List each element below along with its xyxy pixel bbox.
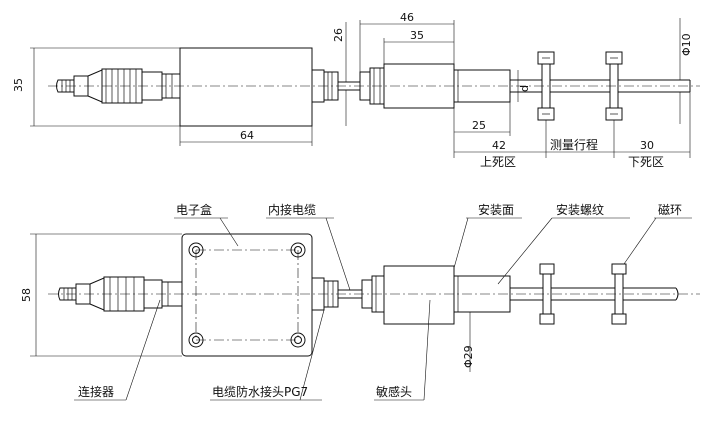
top-electronics-box [179, 47, 313, 127]
dim-35-left: 35 [12, 47, 180, 127]
svg-text:磁环: 磁环 [658, 202, 682, 217]
svg-text:25: 25 [472, 119, 486, 132]
dim-64: 64 [179, 126, 313, 146]
svg-text:电缆防水接头PG7: 电缆防水接头PG7 [212, 384, 308, 399]
svg-text:58: 58 [20, 288, 33, 302]
bottom-sensing-head [383, 265, 455, 325]
svg-text:35: 35 [410, 29, 424, 42]
svg-text:连接器: 连接器 [78, 384, 114, 399]
svg-text:d: d [518, 85, 531, 92]
callout-mount-face: 安装面 [453, 202, 522, 269]
dim-26: 26 [332, 22, 347, 126]
screw-hole-tr [290, 242, 306, 258]
callout-electronics-box: 电子盒 [174, 202, 239, 247]
svg-text:64: 64 [240, 129, 254, 142]
dim-phi10: Φ10 [679, 18, 693, 124]
svg-text:42: 42 [492, 139, 506, 152]
svg-text:26: 26 [332, 28, 345, 42]
svg-text:下死区: 下死区 [628, 155, 664, 169]
svg-text:安装螺纹: 安装螺纹 [556, 202, 604, 217]
screw-hole-bl [188, 332, 204, 348]
svg-text:测量行程: 测量行程 [550, 137, 598, 152]
bottom-electronics-box [181, 233, 313, 357]
svg-text:46: 46 [400, 11, 414, 24]
dim-46: 46 [359, 11, 455, 72]
dim-d: d [517, 70, 531, 102]
svg-text:电子盒: 电子盒 [176, 202, 212, 217]
screw-hole-tl [188, 242, 204, 258]
svg-text:Φ10: Φ10 [680, 33, 693, 56]
dim-58: 58 [20, 233, 182, 357]
callout-inner-cable: 内接电缆 [266, 202, 351, 291]
top-view: 35 64 46 35 26 d [12, 11, 700, 169]
dim-phi29: Φ29 [462, 312, 475, 372]
svg-text:内接电缆: 内接电缆 [268, 202, 316, 217]
svg-text:敏感头: 敏感头 [376, 384, 412, 399]
svg-text:35: 35 [12, 78, 25, 92]
svg-text:Φ29: Φ29 [462, 345, 475, 368]
svg-text:上死区: 上死区 [480, 155, 516, 169]
svg-text:安装面: 安装面 [478, 202, 514, 217]
callout-connector: 连接器 [74, 299, 161, 401]
dim-zones: 42 测量行程 30 上死区 下死区 [454, 92, 691, 169]
callout-cable-gland: 电缆防水接头PG7 [210, 309, 325, 401]
callout-mount-thread: 安装螺纹 [497, 202, 630, 285]
bottom-view: 58 Φ29 电子盒 内接电缆 安装面 安装螺纹 [20, 202, 700, 401]
callout-magnet-ring: 磁环 [623, 202, 692, 265]
screw-hole-br [290, 332, 306, 348]
top-rod [510, 79, 691, 93]
svg-text:30: 30 [640, 139, 654, 152]
dim-35-top: 35 [383, 29, 454, 64]
callout-sensing-head: 敏感头 [374, 299, 431, 401]
dim-25: 25 [453, 102, 511, 158]
